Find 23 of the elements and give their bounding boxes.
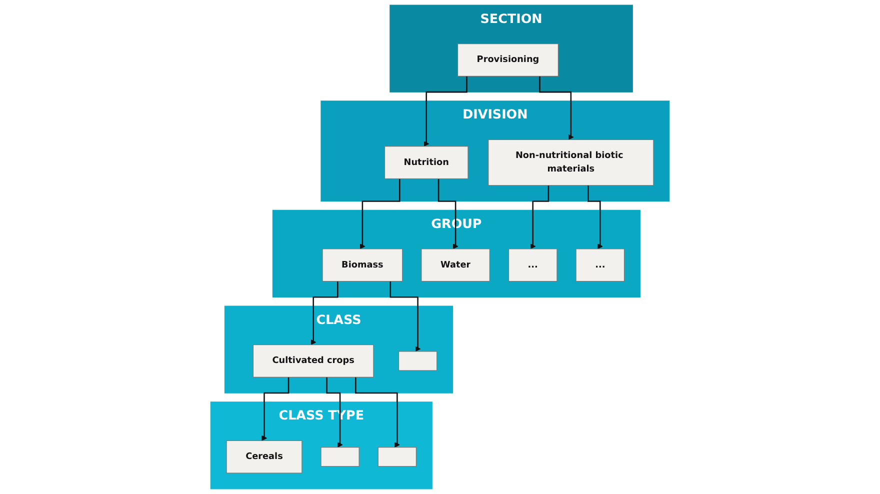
node-box: Provisioning [457, 44, 559, 77]
arrow [310, 281, 338, 346]
arrow [261, 377, 290, 441]
arrow [360, 178, 400, 250]
arrow [390, 281, 421, 352]
node-box: Biomass [322, 248, 403, 282]
node-box: Cultivated crops [252, 344, 374, 378]
node-box: ... [508, 248, 558, 282]
node-box [320, 447, 360, 467]
arrow [355, 377, 400, 448]
arrow [424, 76, 468, 147]
node-box: Non-nutritional biotic materials [488, 139, 654, 186]
arrow [438, 178, 458, 250]
node-box [398, 351, 438, 371]
node-box: ... [576, 248, 625, 282]
arrow [326, 377, 343, 448]
arrow [539, 76, 574, 140]
arrow [588, 185, 603, 250]
node-box: Water [421, 248, 490, 282]
node-box [378, 447, 417, 467]
node-box: Nutrition [384, 146, 468, 180]
arrow [530, 185, 550, 250]
node-box: Cereals [226, 440, 302, 474]
